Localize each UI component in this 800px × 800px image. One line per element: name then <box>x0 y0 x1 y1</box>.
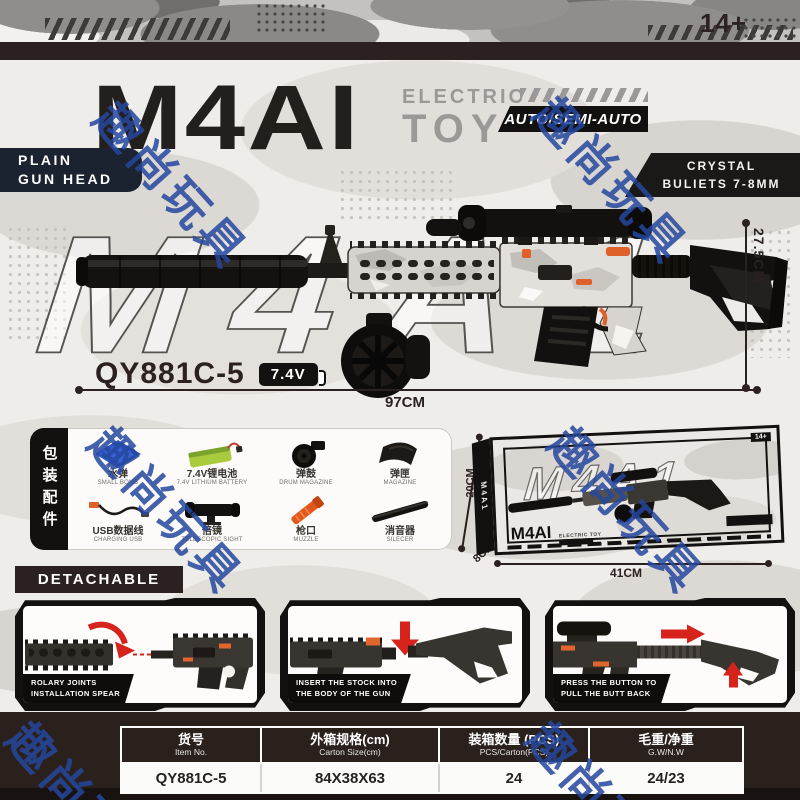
height-dimension-line <box>742 219 750 392</box>
height-label: 27.5CM <box>751 228 767 284</box>
box-front-panel: M4A1 M4AI ELECTRIC TOY <box>489 424 785 556</box>
package-side-label: 包装配件 <box>40 445 58 533</box>
magazine-icon <box>379 442 417 465</box>
detachable-heading: DETACHABLE <box>15 566 183 593</box>
length-label: 97CM <box>385 394 426 411</box>
box-width-label: 41CM <box>610 566 643 580</box>
box-image: M4A1 M4A1 M4AI <box>471 424 785 556</box>
battery-badge: 7.4V <box>258 362 326 386</box>
red-down-arrow-icon <box>400 621 410 640</box>
scope <box>426 205 652 245</box>
box-gun-art <box>508 467 731 523</box>
box-age-badge: 14+ <box>750 432 771 442</box>
spec-value-pcs-carton: 24 <box>440 764 590 792</box>
fire-mode-badge: AUTO/SEMI-AUTO <box>498 106 648 132</box>
subtitle-toy: TOY <box>402 107 505 151</box>
muzzle-icon <box>291 495 324 525</box>
assembly-step-2: INSERT THE STOCK INTO THE BODY OF THE GU… <box>280 598 530 711</box>
red-up-arrow-icon <box>723 661 743 676</box>
list-item: USB数据线 CHARGING USB <box>71 489 165 546</box>
handguard <box>347 241 501 299</box>
spec-header-weight: 毛重/净重 G.W/N.W <box>590 728 742 764</box>
badge-line: CRYSTAL <box>686 159 757 173</box>
spec-header-pcs-carton: 装箱数量 (PCS) PCS/Carton(PCS) <box>440 728 590 764</box>
stock <box>632 245 788 331</box>
subtitle-electric: ELECTRIC <box>402 86 526 108</box>
list-item: 弹匣 MAGAZINE <box>353 432 447 489</box>
list-item: 倍镜 TELESCOPIC SIGHT <box>165 489 259 546</box>
package-items-grid: 水弹 SMALL BOMB 7.4V锂电池 7.4V LITHIUM BATTE… <box>71 432 447 546</box>
dot-pattern <box>742 16 798 40</box>
list-item: 水弹 SMALL BOMB <box>71 432 165 489</box>
product-logo: M4AI <box>92 67 361 169</box>
spec-header-carton-size: 外箱规格(cm) Carton Size(cm) <box>262 728 440 764</box>
badge-line: GUN HEAD <box>18 171 113 187</box>
receiver <box>499 237 633 308</box>
plain-gun-head-badge: PLAIN GUN HEAD <box>0 148 142 192</box>
retail-box-figure: 20CM 8CM M4A1 M4A1 <box>460 424 800 580</box>
step-caption: ROLARY JOINTS INSTALLATION SPEAR <box>23 673 135 703</box>
step-3-illustration <box>553 621 779 688</box>
spec-value-weight: 24/23 <box>590 764 742 792</box>
list-item: 枪口 MUZZLE <box>259 489 353 546</box>
step-caption: PRESS THE BUTTON TO PULL THE BUTT BACK <box>553 673 671 703</box>
drum-magazine-icon <box>292 440 325 468</box>
stripe-decoration <box>520 88 648 102</box>
step-1-illustration <box>25 621 253 690</box>
length-dimension-line <box>75 386 761 394</box>
battery-icon <box>188 442 243 468</box>
spec-table: 货号 Item No. 外箱规格(cm) Carton Size(cm) 装箱数… <box>120 726 744 794</box>
box-crystal-badge <box>726 514 773 527</box>
badge-line: BULIETS 7-8MM <box>662 177 781 191</box>
water-beads-icon <box>95 439 141 468</box>
suppressor <box>76 255 308 288</box>
list-item: 7.4V锂电池 7.4V LITHIUM BATTERY <box>165 432 259 489</box>
dot-pattern <box>255 2 325 32</box>
spec-header-item-no: 货号 Item No. <box>122 728 262 764</box>
stripe-pattern <box>45 18 230 40</box>
list-item: 消音器 SILECER <box>353 489 447 546</box>
box-logo: M4AI <box>510 522 552 544</box>
top-divider-bar <box>0 42 800 60</box>
top-camo-strip: 14+ <box>0 0 800 42</box>
assembly-step-3: PRESS THE BUTTON TO PULL THE BUTT BACK <box>545 598 795 711</box>
assembly-step-1: ROLARY JOINTS INSTALLATION SPEAR <box>15 598 265 711</box>
dot-pattern <box>338 168 458 220</box>
crystal-bullets-badge: CRYSTAL BULIETS 7-8MM <box>625 153 800 197</box>
age-badge: 14+ <box>700 8 748 38</box>
package-side-tab: 包装配件 <box>30 428 68 550</box>
product-subtitle: ELECTRIC TOY <box>402 86 526 152</box>
toy-rifle-image <box>76 205 788 398</box>
model-number: QY881C-5 <box>95 357 245 390</box>
package-contents-panel: 包装配件 水弹 SMALL BOMB <box>30 428 452 550</box>
step-caption: INSERT THE STOCK INTO THE BODY OF THE GU… <box>288 673 412 703</box>
red-curved-arrow-icon <box>87 621 128 645</box>
usb-cable-icon <box>89 501 149 517</box>
badge-line: PLAIN <box>18 152 73 169</box>
scope-icon <box>185 501 240 525</box>
box-width-line <box>494 560 772 567</box>
spec-value-item-no: QY881C-5 <box>122 764 262 792</box>
red-right-arrow-icon <box>661 629 687 639</box>
dot-pattern <box>6 225 72 340</box>
list-item: 弹鼓 DRUM MAGAZINE <box>259 432 353 489</box>
barrel <box>308 263 350 278</box>
drum-magazine <box>341 313 430 398</box>
spec-value-carton-size: 84X38X63 <box>262 764 440 792</box>
magazine <box>534 307 598 367</box>
model-row: QY881C-5 7.4V <box>95 357 326 391</box>
silencer-icon <box>371 500 429 522</box>
front-sight <box>320 225 342 263</box>
